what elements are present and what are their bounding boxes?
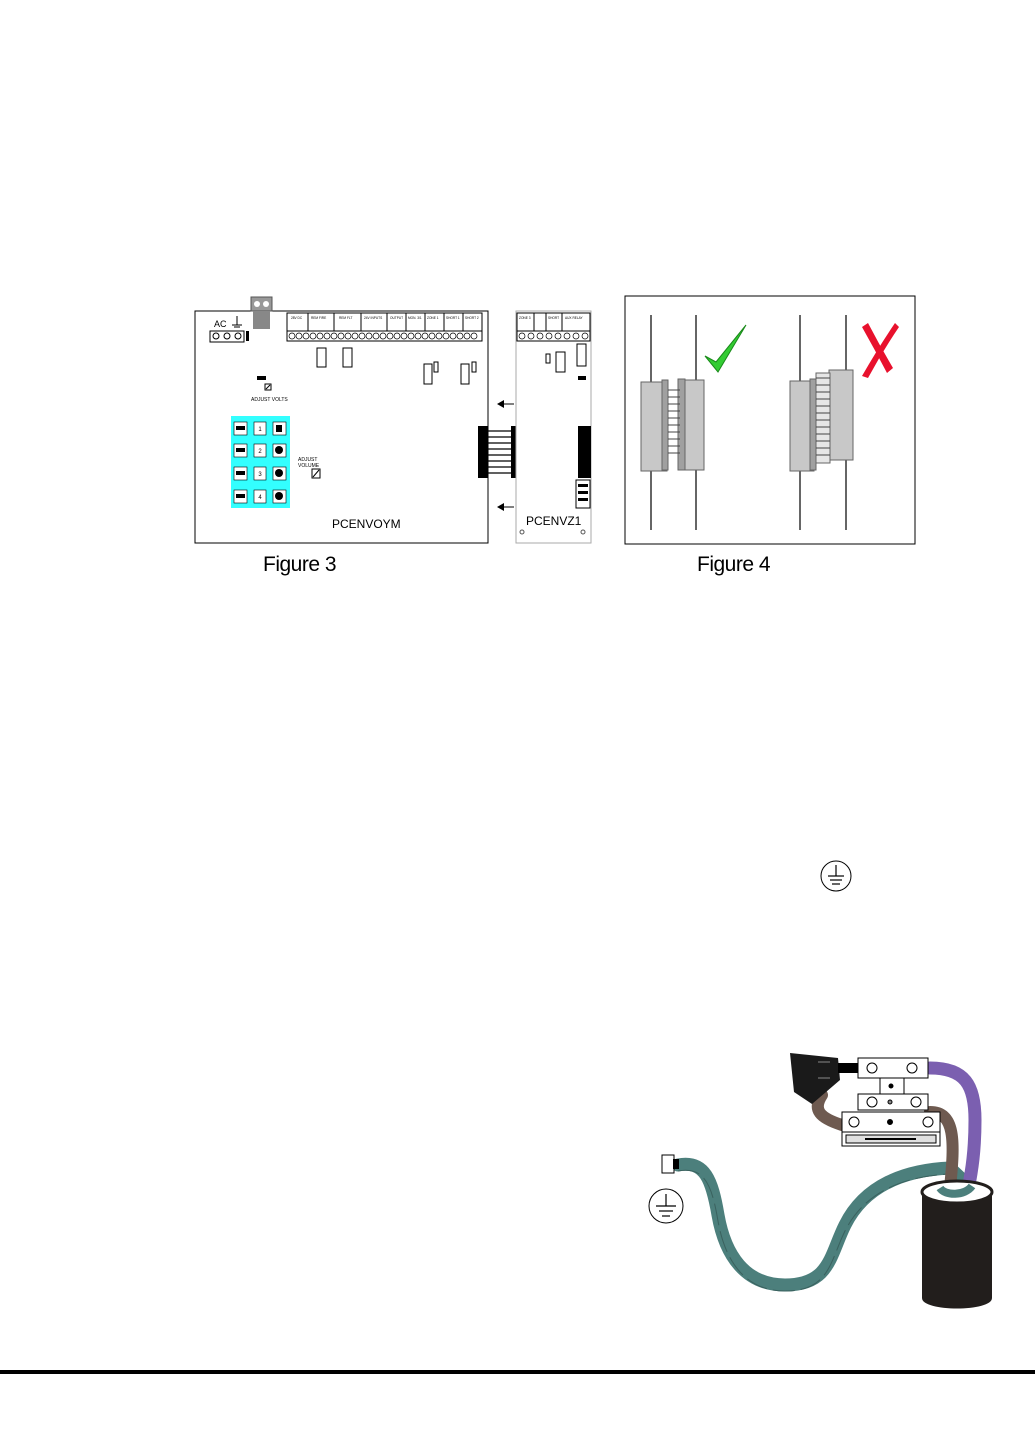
adjust-volume-label: ADJUST: [298, 457, 317, 463]
ac-terminal-block: [209, 330, 249, 343]
main-terminal-strip: 28V DC REM FIRE REM FLT 24V INPUTS OUTPU…: [286, 312, 483, 342]
arrow-icon: [497, 400, 514, 408]
ribbon-connector: [478, 426, 521, 478]
jumper: [471, 361, 477, 373]
jumper: [545, 353, 551, 364]
earth-wiring-illustration: [648, 1053, 994, 1309]
terminal-header: REM FLT: [339, 316, 352, 320]
ring-terminal: [661, 1154, 675, 1174]
arrow-icon: [497, 503, 514, 511]
led-indicator: [257, 376, 266, 380]
terminal-header: SHORT: [548, 316, 559, 320]
figure-3-caption: Figure 3: [263, 553, 337, 576]
footer-rule: [0, 1370, 1035, 1374]
connector-correct: [640, 378, 705, 472]
zone-terminal-strip: ZONE 3 SHORT AUX RELAY: [516, 312, 591, 342]
terminal-header: 24V INPUTS: [364, 316, 382, 320]
figure-4-diagram: [624, 295, 916, 545]
earth-ground-icon: [820, 860, 852, 892]
adjust-volume-label: VOLUME: [298, 463, 320, 469]
figure-4-caption: Figure 4: [697, 553, 771, 576]
connector-incorrect: [789, 369, 854, 472]
terminal-block: [841, 1057, 941, 1147]
relay: [555, 351, 566, 373]
zone-board-name: PCENVZ1: [526, 514, 582, 528]
keypad: 1 2 3 4: [231, 416, 290, 508]
check-icon: [704, 324, 747, 373]
ground-icon: [232, 316, 242, 328]
terminal-header: SHORT 1: [446, 316, 460, 320]
earth-ground-icon: [648, 1188, 684, 1224]
relay: [316, 347, 327, 368]
zone-connector: [578, 426, 591, 478]
relay: [423, 363, 433, 385]
cross-icon: [862, 323, 899, 378]
led-indicator: [578, 376, 586, 380]
relay: [460, 363, 470, 385]
terminal-header: ZONE 3: [519, 316, 531, 320]
plug-icon: [790, 1053, 840, 1104]
zone-connector-small: [575, 479, 591, 509]
terminal-header: MON. 3/1: [408, 316, 422, 320]
green-earth-cable: [671, 1157, 975, 1292]
svg-text:1: 1: [258, 427, 262, 433]
figure-3-diagram: AC 28V DC REM FIRE REM FLT 24V INPUTS OU…: [194, 296, 592, 544]
terminal-header: ZONE 1: [427, 316, 439, 320]
relay: [576, 343, 587, 367]
power-connector-icon: [250, 296, 273, 329]
adjust-volts-label: ADJUST VOLTS: [251, 397, 288, 403]
conduit-cylinder: [920, 1179, 994, 1309]
terminal-header: SHORT 2: [465, 316, 479, 320]
purple-cable: [923, 1061, 982, 1197]
terminal-header: AUX RELAY: [565, 316, 584, 320]
relay: [342, 347, 353, 368]
svg-text:3: 3: [258, 472, 262, 478]
jumper: [433, 361, 439, 373]
main-board-name: PCENVOYM: [332, 517, 401, 531]
ac-label: AC: [214, 319, 227, 329]
terminal-header: OUTPUT: [390, 316, 403, 320]
terminal-header: 28V DC: [291, 316, 303, 320]
svg-text:4: 4: [258, 495, 262, 501]
terminal-header: REM FIRE: [311, 316, 326, 320]
svg-text:2: 2: [258, 449, 262, 455]
